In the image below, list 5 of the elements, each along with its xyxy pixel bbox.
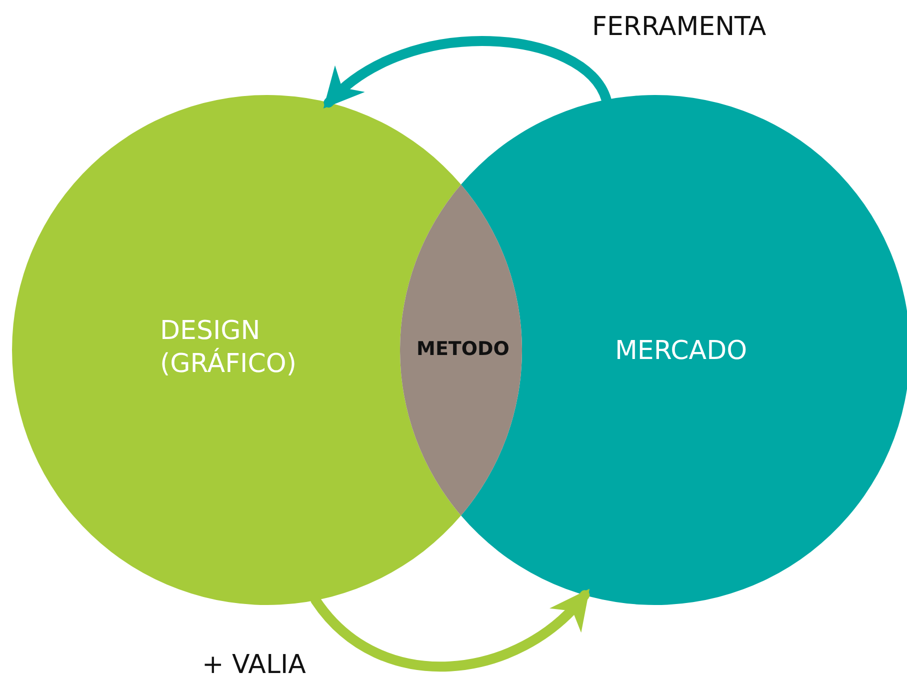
- node-label: DESIGN (GRÁFICO): [160, 315, 298, 380]
- curved-arrow: [310, 589, 590, 672]
- node-label: METODO: [416, 338, 510, 362]
- curved-arrow: [322, 36, 612, 108]
- node-label: MERCADO: [615, 335, 748, 368]
